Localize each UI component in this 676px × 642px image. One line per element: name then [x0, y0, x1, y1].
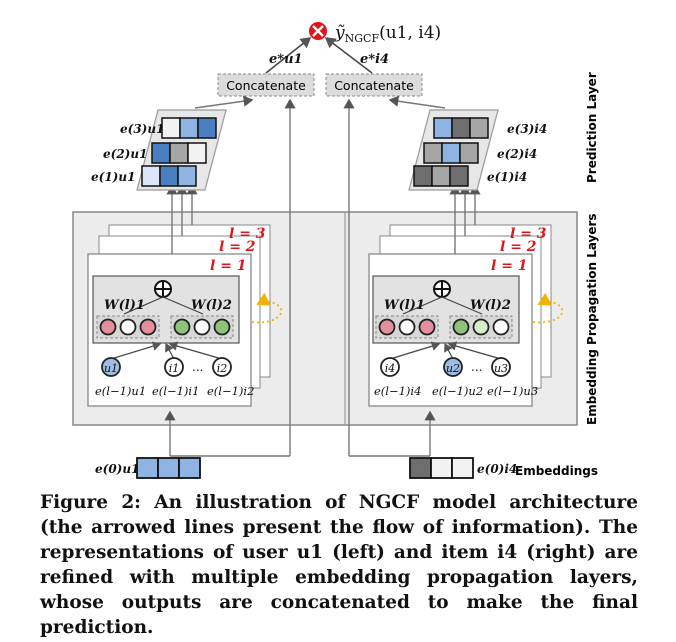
svg-text:i1: i1 [169, 362, 180, 375]
final-item-embedding-label: e*i4 [360, 52, 389, 67]
user-layer-embedding-2 [151, 142, 207, 164]
ngcf-architecture-diagram: ỹNGCF(u1, i4) e*u1 e*i4 Concatenate Conc… [72, 22, 599, 479]
svg-text:i4: i4 [385, 362, 396, 375]
svg-text:u2: u2 [446, 362, 460, 375]
user-layer-label-2: l = 2 [219, 239, 256, 255]
item-layer-embedding-1 [413, 165, 469, 187]
svg-text:u1: u1 [104, 362, 118, 375]
user-node-emb-u1: e(l−1)u1 [95, 384, 146, 398]
concatenate-label-right: Concatenate [334, 78, 414, 93]
item-weight-1: W(l)1 [384, 298, 425, 313]
user-node-emb-i1: e(l−1)i1 [152, 384, 199, 398]
output-node [309, 22, 327, 40]
concatenate-box-left [217, 73, 315, 97]
prediction-label: ỹNGCF(u1, i4) [334, 23, 441, 45]
item-emb-label-1: e(1)i4 [487, 170, 527, 184]
user-weight-1: W(l)1 [104, 298, 145, 313]
item-ellipsis: ... [471, 360, 482, 374]
item-node-emb-i4: e(l−1)i4 [374, 384, 421, 398]
item-node-emb-u3: e(l−1)u3 [487, 384, 538, 398]
final-user-embedding-label: e*u1 [269, 52, 303, 67]
user-input-embedding-label: e(0)u1 [95, 462, 139, 476]
embeddings-label: Embeddings [515, 464, 598, 478]
item-message-nodes [378, 318, 510, 336]
item-node-emb-u2: e(l−1)u2 [432, 384, 483, 398]
user-emb-label-3: e(3)u1 [120, 122, 164, 136]
user-input-embedding [136, 457, 201, 479]
user-layer-label-1: l = 1 [210, 258, 247, 274]
user-sum-icon [154, 280, 172, 298]
svg-text:u3: u3 [494, 362, 508, 375]
figure-caption: Figure 2: An illustration of NGCF model … [40, 492, 638, 638]
item-node-u2: u2 [443, 357, 463, 377]
user-ellipsis: ... [192, 360, 203, 374]
user-message-nodes [99, 318, 231, 336]
user-layer-embedding-1 [141, 165, 197, 187]
item-node-u3: u3 [491, 357, 511, 377]
user-emb-label-1: e(1)u1 [91, 170, 135, 184]
item-layer-embedding-2 [423, 142, 479, 164]
concatenate-label-left: Concatenate [226, 78, 306, 93]
user-layer-embedding-3 [161, 117, 217, 139]
user-layer-label-3: l = 3 [229, 226, 266, 242]
item-node-i4: i4 [380, 357, 400, 377]
item-layer-label-1: l = 1 [491, 258, 528, 274]
item-input-embedding-label: e(0)i4 [477, 462, 517, 476]
item-input-embedding [409, 457, 474, 479]
user-weight-2: W(l)2 [191, 298, 232, 313]
item-emb-label-3: e(3)i4 [507, 122, 547, 136]
item-layer-label-3: l = 3 [510, 226, 547, 242]
user-emb-label-2: e(2)u1 [103, 147, 147, 161]
user-node-u1: u1 [101, 357, 121, 377]
item-sum-icon [433, 280, 451, 298]
svg-text:i2: i2 [217, 362, 228, 375]
user-node-i2: i2 [212, 357, 232, 377]
concatenate-box-right [325, 73, 423, 97]
item-layer-label-2: l = 2 [500, 239, 537, 255]
item-emb-label-2: e(2)i4 [497, 147, 537, 161]
item-layer-embedding-3 [433, 117, 489, 139]
user-node-emb-i2: e(l−1)i2 [207, 384, 254, 398]
prediction-layer-label: Prediction Layer [585, 72, 599, 183]
propagation-layers-label: Embedding Propagation Layers [585, 213, 599, 425]
item-weight-2: W(l)2 [470, 298, 511, 313]
user-node-i1: i1 [164, 357, 184, 377]
